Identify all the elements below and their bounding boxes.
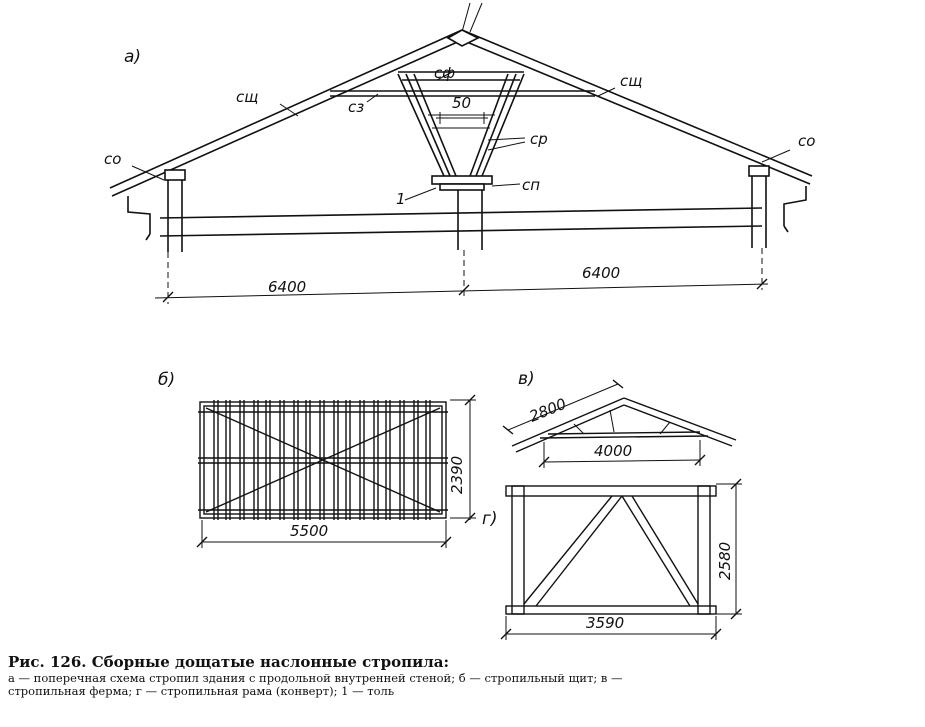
part-v-tag: в) bbox=[518, 369, 535, 389]
label-1: 1 bbox=[396, 190, 406, 208]
dim-2580: 2580 bbox=[716, 542, 734, 580]
dim-right-6400: 6400 bbox=[582, 264, 620, 282]
part-a-tag: а) bbox=[124, 47, 141, 67]
label-shch-left: сщ bbox=[236, 88, 258, 106]
dim-3590: 3590 bbox=[586, 614, 624, 632]
dim-left-6400: 6400 bbox=[268, 278, 306, 296]
dim-4000: 4000 bbox=[594, 442, 632, 460]
part-v-labels: в) 2800 4000 bbox=[518, 369, 632, 460]
part-b-labels: б) 5500 2390 bbox=[158, 370, 466, 540]
part-b-rafter-panel bbox=[196, 394, 476, 548]
dim-5500: 5500 bbox=[290, 522, 328, 540]
label-dim-50: 50 bbox=[452, 94, 471, 112]
label-so-left: со bbox=[104, 150, 121, 168]
caption-title: Рис. 126. Сборные дощатые наслонные стро… bbox=[8, 653, 450, 671]
figure-caption: Рис. 126. Сборные дощатые наслонные стро… bbox=[8, 652, 923, 698]
part-a-labels: а) сф сщ сщ сз 50 ср со со сп 1 6400 640… bbox=[104, 47, 815, 296]
part-g-tag: г) bbox=[482, 509, 498, 529]
caption-line-2: стропильная ферма; г — стропильная рама … bbox=[8, 684, 395, 698]
part-g-rafter-frame bbox=[500, 478, 742, 640]
label-sr: ср bbox=[530, 130, 548, 148]
dim-2800: 2800 bbox=[527, 395, 569, 426]
label-shch-right: сщ bbox=[620, 72, 642, 90]
part-v-rafter-truss bbox=[502, 379, 737, 468]
label-sz: сз bbox=[348, 98, 364, 116]
part-a-cross-section bbox=[109, 2, 813, 304]
dim-2390: 2390 bbox=[448, 456, 466, 494]
label-sf: сф bbox=[434, 64, 455, 82]
caption-line-1: а — поперечная схема стропил здания с пр… bbox=[8, 671, 623, 685]
label-so-right: со bbox=[798, 132, 815, 150]
part-g-labels: г) 2580 3590 bbox=[482, 509, 734, 632]
label-sp: сп bbox=[522, 176, 540, 194]
roof-drawing: а) сф сщ сщ сз 50 ср со со сп 1 6400 640… bbox=[104, 2, 815, 640]
part-b-tag: б) bbox=[158, 370, 175, 390]
